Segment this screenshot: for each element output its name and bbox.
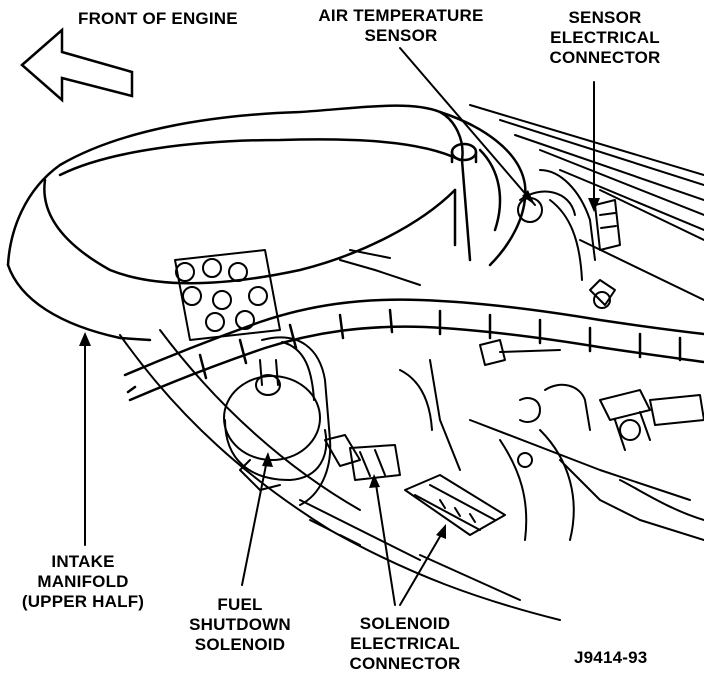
leader-arrowheads — [79, 190, 600, 539]
misc-lines — [239, 249, 461, 546]
label-air-temperature-sensor: AIR TEMPERATURE SENSOR — [318, 6, 484, 45]
solenoid-connector-shape — [324, 434, 506, 536]
label-solenoid-electrical-connector: SOLENOID ELECTRICAL CONNECTOR — [349, 614, 461, 673]
manifold-base — [119, 329, 704, 621]
engine-block-lines — [469, 104, 704, 301]
figure-id: J9414-93 — [574, 648, 648, 667]
bolt-cluster — [174, 249, 281, 341]
front-arrow-icon — [20, 27, 134, 103]
label-sensor-electrical-connector: SENSOR ELECTRICAL CONNECTOR — [549, 8, 661, 67]
fuel-solenoid-shape — [223, 336, 332, 506]
label-fuel-shutdown-solenoid: FUEL SHUTDOWN SOLENOID — [189, 595, 291, 654]
label-intake-manifold: INTAKE MANIFOLD (UPPER HALF) — [21, 552, 145, 611]
wiring-harness — [123, 298, 704, 402]
injector-fittings — [479, 339, 704, 541]
intake-manifold-shape — [6, 104, 527, 342]
label-front-of-engine: FRONT OF ENGINE — [78, 9, 238, 28]
leader-lines — [84, 47, 595, 606]
air-temp-sensor-shape — [517, 169, 621, 309]
